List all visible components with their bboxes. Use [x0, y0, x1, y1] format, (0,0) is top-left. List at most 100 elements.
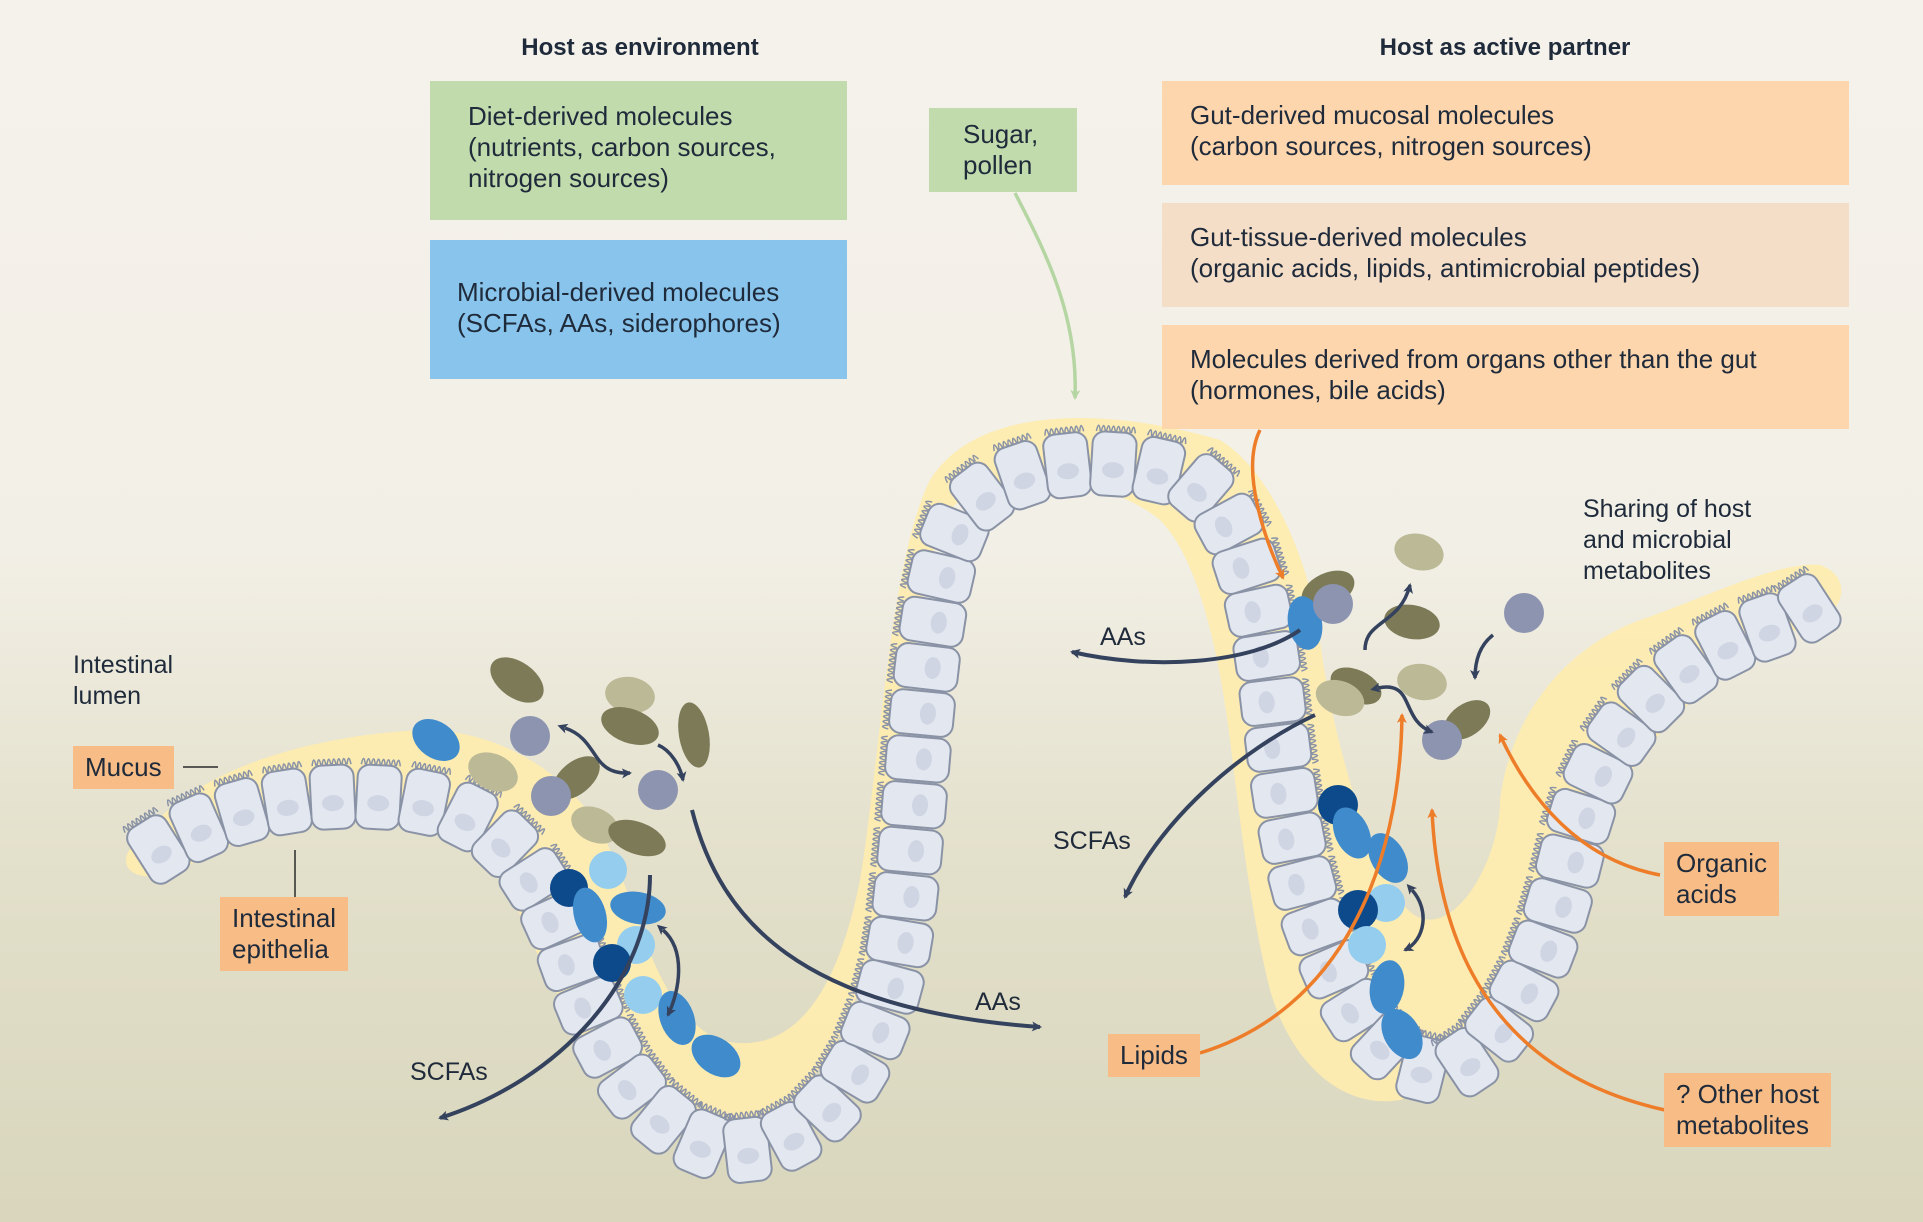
microbe-blue	[1332, 807, 1372, 859]
arrow-aas-middle	[690, 809, 1042, 1032]
arrow-scfas-left	[438, 874, 652, 1121]
epithelial-cell	[470, 803, 546, 878]
microbe-grey	[638, 770, 678, 810]
epithelial-cell	[166, 784, 230, 864]
microbe-olive	[490, 657, 544, 703]
epithelial-cell	[572, 1013, 651, 1079]
epithelial-cell	[1515, 876, 1593, 934]
microbe-grey	[531, 776, 571, 816]
epithelial-cell	[553, 974, 632, 1036]
box-gut-tissue-derived-molecules: Gut-tissue-derived molecules (organic ac…	[1162, 203, 1849, 307]
microbe-light	[624, 976, 662, 1014]
epithelial-cell	[992, 432, 1052, 511]
arrow-from-lipids	[1199, 713, 1407, 1055]
epithelial-cell	[1193, 489, 1272, 556]
arrow-down-right	[1470, 633, 1495, 680]
microbe-olive	[678, 702, 710, 768]
tag-mucus: Mucus	[73, 746, 174, 789]
microbe-grey	[1504, 593, 1544, 633]
microbe-tan	[605, 676, 655, 714]
epithelial-cell	[1223, 583, 1301, 638]
heading-host-as-environment: Host as environment	[521, 34, 759, 61]
intestinal-epithelial-cells	[122, 424, 1842, 1184]
epithelial-cell	[847, 958, 925, 1015]
epithelial-cell	[1244, 721, 1319, 773]
microbe-navy	[1338, 890, 1378, 930]
epithelial-cell	[944, 454, 1016, 532]
tag-lipids: Lipids	[1108, 1034, 1200, 1077]
microbe-tan	[1394, 533, 1444, 571]
epithelial-cell	[1457, 990, 1535, 1063]
tag-organic-acids: Organic acids	[1664, 842, 1780, 916]
epithelial-cell	[536, 932, 615, 993]
epithelial-cell	[1238, 676, 1314, 727]
epithelial-cell	[1167, 447, 1241, 523]
box-microbial-derived-molecules: Microbial-derived molecules (SCFAs, AAs,…	[430, 240, 847, 379]
epithelial-cell	[858, 915, 935, 969]
arrow-from-other-metabolites	[1427, 808, 1666, 1112]
epithelial-cell	[1773, 565, 1842, 644]
epithelial-cell	[1430, 1019, 1500, 1098]
microbe-blue	[412, 719, 460, 761]
microbe-navy	[593, 944, 631, 982]
microbe-olive	[1384, 604, 1440, 640]
arrow-from-organic-acids	[1498, 733, 1661, 877]
label-intestinal-lumen: Intestinal lumen	[73, 651, 174, 710]
epithelial-cell	[812, 1035, 891, 1104]
epithelial-cell	[1649, 627, 1719, 705]
epithelial-cell	[874, 780, 948, 830]
epithelial-cell	[891, 595, 968, 648]
microbe-light	[589, 851, 627, 889]
arrow-up-right	[1363, 583, 1413, 651]
epithelial-cell	[899, 549, 977, 604]
box-sugar-pollen: Sugar, pollen	[929, 108, 1077, 192]
arrow-sugar-pollen	[1013, 192, 1081, 400]
epithelial-cell	[672, 1101, 736, 1180]
epithelial-cell	[1500, 917, 1579, 979]
epithelial-cell	[1089, 424, 1138, 498]
epithelial-cell	[1481, 956, 1560, 1023]
arrow-aas-right	[1070, 628, 1302, 665]
microbe-grey	[1422, 720, 1462, 760]
epithelial-cell	[308, 757, 357, 831]
arrow-from-other-organs	[1250, 429, 1285, 580]
epithelial-cell	[1528, 832, 1605, 889]
microbe-blue	[610, 891, 666, 925]
epithelial-cell	[498, 843, 577, 912]
tag-other-host-metabolites: ? Other host metabolites	[1664, 1073, 1832, 1147]
epithelial-cell	[865, 871, 940, 922]
epithelial-cell	[596, 1049, 674, 1120]
epithelial-cell	[1267, 855, 1345, 911]
epithelial-cell	[397, 760, 451, 837]
arrow-exchange-lower	[656, 924, 681, 1017]
epithelial-cell	[1691, 602, 1757, 681]
epithelial-cell	[122, 807, 191, 885]
heading-host-as-active-partner: Host as active partner	[1379, 34, 1631, 61]
epithelial-cell	[1579, 696, 1657, 767]
microbe-tan	[468, 752, 518, 792]
microbe-tan	[571, 806, 619, 844]
microbe-blue	[572, 887, 608, 943]
epithelial-cell	[722, 1109, 773, 1184]
epithelial-cell	[787, 1068, 862, 1143]
epithelial-cell	[1232, 630, 1308, 682]
epithelial-cell	[354, 757, 403, 831]
epithelial-cell	[832, 998, 911, 1061]
microbe-blue	[691, 1034, 741, 1078]
epithelial-cell	[1250, 766, 1326, 819]
epithelial-cell	[213, 769, 271, 848]
microbe-light	[1348, 926, 1386, 964]
epithelial-cell	[1611, 658, 1686, 734]
arrow-exchange-right	[1370, 682, 1434, 734]
label-aas-right: AAs	[1100, 623, 1146, 651]
tag-intestinal-epithelia: Intestinal epithelia	[220, 897, 349, 971]
epithelial-cell	[1737, 584, 1797, 663]
arrow-exchange-top	[557, 723, 632, 779]
epithelial-cell	[881, 688, 956, 738]
box-gut-derived-mucosal-molecules: Gut-derived mucosal molecules (carbon so…	[1162, 81, 1849, 185]
microbe-blue	[1287, 596, 1323, 650]
arrow-scfas-right	[1123, 713, 1316, 899]
epithelial-cell	[1211, 537, 1290, 596]
microbe-blue	[1369, 960, 1405, 1014]
microbe-olive	[608, 819, 666, 857]
